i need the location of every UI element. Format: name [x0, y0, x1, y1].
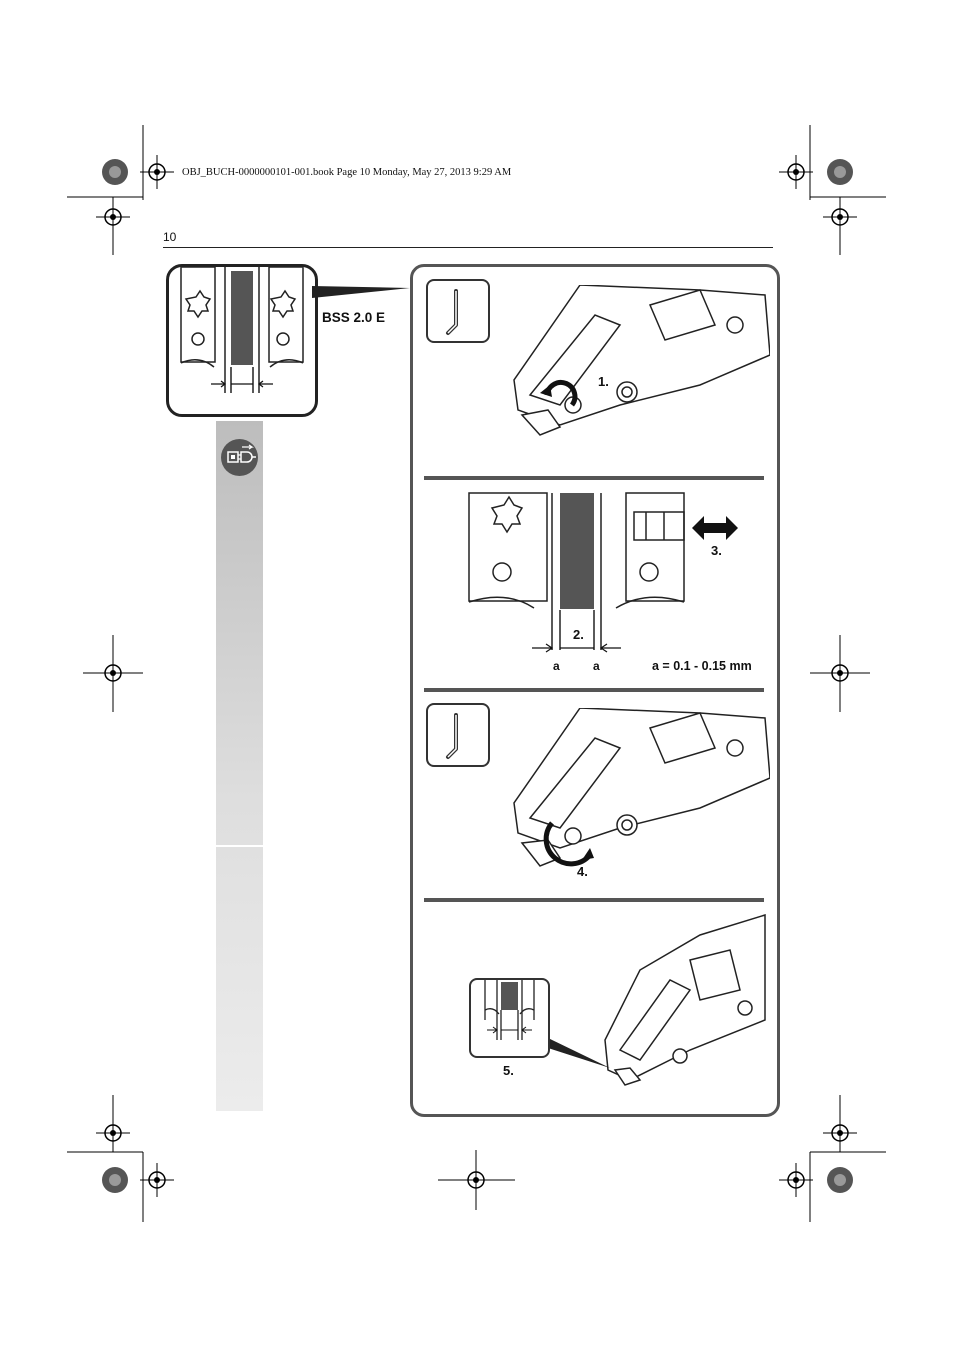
gap-label-left: a [553, 659, 560, 673]
shear-head-illustration-2 [513, 708, 770, 867]
print-header: OBJ_BUCH-0000000101-001.book Page 10 Mon… [182, 167, 512, 178]
shear-head-illustration-3 [548, 913, 766, 1086]
shear-head-illustration-1 [513, 285, 770, 436]
step-2-label: 2. [573, 627, 584, 642]
panel-separator-3 [424, 898, 764, 902]
step-1-label: 1. [598, 374, 609, 389]
callout-pointer [312, 286, 410, 298]
header-rule [163, 247, 773, 248]
gap-spec: a = 0.1 - 0.15 mm [652, 659, 752, 673]
sidebar-strip [216, 421, 263, 1111]
page-number: 10 [163, 230, 177, 244]
panel-separator-2 [424, 688, 764, 692]
step-4-label: 4. [577, 864, 588, 879]
blade-gap-illustration [468, 492, 738, 653]
unplug-icon [221, 439, 258, 476]
hex-key-icon [426, 703, 490, 767]
hex-key-icon [426, 279, 490, 343]
gap-label-right: a [593, 659, 600, 673]
step-5-label: 5. [503, 1063, 514, 1078]
sidebar-divider [216, 845, 263, 847]
step-3-label: 3. [711, 543, 722, 558]
model-label: BSS 2.0 E [322, 310, 386, 325]
blade-gap-check-detail [469, 978, 550, 1058]
blade-gap-detail [166, 264, 318, 417]
panel-separator-1 [424, 476, 764, 480]
